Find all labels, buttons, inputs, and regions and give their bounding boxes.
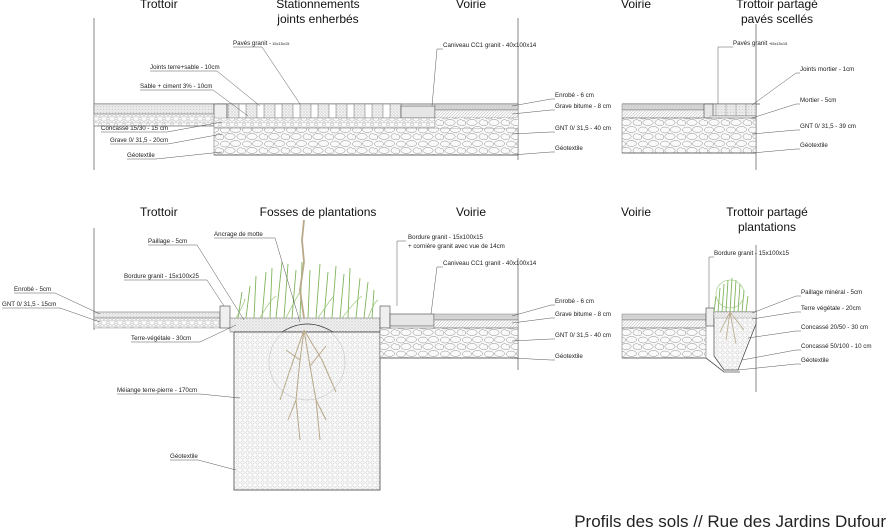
heading-joints-enherbes: joints enherbés xyxy=(276,12,358,26)
label-ancrage: Ancrage de motte xyxy=(214,231,263,238)
shrub-vegetation xyxy=(713,277,749,345)
label-bordure-15-line1: Bordure granit - 15x100x15 xyxy=(408,234,484,241)
label-caniveau-1: Caniveau CC1 granit - 40x100x14 xyxy=(443,42,537,49)
label-bordure-25: Bordure granit - 15x100x25 xyxy=(124,273,200,280)
label-bordure-r: Bordure granit - 15x100x15 xyxy=(714,250,790,257)
paver-row xyxy=(226,103,402,119)
heading-trottoir-partage-2: Trottoir partagé xyxy=(726,205,808,219)
label-enrobe-5: Enrobé - 5cm xyxy=(14,286,51,293)
label-concasse-2050: Concassé 20/50 - 30 cm xyxy=(801,324,868,331)
label-paillage-mineral: Paillage minéral - 5cm xyxy=(801,289,862,296)
label-enrobe-1: Enrobé - 6 cm xyxy=(555,92,594,99)
label-terre-veg-20: Terre végétale - 20cm xyxy=(801,305,861,312)
label-geotextile-4: Géotextile xyxy=(170,453,198,460)
heading-paves-scelles: pavés scellés xyxy=(741,12,813,26)
label-gnt-40-1: GNT 0/ 31,5 - 40 cm xyxy=(555,125,611,132)
section-top-left xyxy=(93,18,519,170)
label-sable-ciment: Sable + ciment 3% - 10cm xyxy=(140,83,212,90)
label-grave-315: Grave 0/ 31,5 - 20cm xyxy=(110,137,168,144)
label-melange: Méiange terre-pierre - 170cm xyxy=(117,387,197,394)
label-enrobe-2: Enrobé - 6 cm xyxy=(555,298,594,305)
heading-fosses-plantations: Fosses de plantations xyxy=(260,205,377,219)
heading-voirie-2: Voirie xyxy=(456,205,486,219)
label-mortier: Mortier - 5cm xyxy=(800,97,836,104)
heading-stationnements: Stationnements xyxy=(276,0,359,11)
label-joints-mortier: Joints mortier - 1cm xyxy=(800,66,854,73)
plant-pit-vegetation xyxy=(235,219,379,441)
label-caniveau-2: Caniveau CC1 granit - 40x100x14 xyxy=(443,260,537,267)
label-geotextile-1: Géotextile xyxy=(127,152,155,159)
label-paves-granit-r: Pavés granit - xyxy=(733,40,771,47)
heading-voirie-r1: Voirie xyxy=(621,0,651,11)
label-geotextile-3: Géotextile xyxy=(800,142,828,149)
labels-bottom-right: Bordure granit - 15x100x15 Paillage miné… xyxy=(708,250,872,371)
section-bottom-left xyxy=(93,228,519,491)
label-bordure-15-line2: + cornière granit avec vue de 14cm xyxy=(408,243,505,250)
label-paves-granit-r-size: 15x15x15 xyxy=(770,41,788,46)
labels-top-left: Pavés granit - 15x15x15 Joints terre+sab… xyxy=(101,40,611,160)
label-paves-granit-size: 15x15x15 xyxy=(272,41,290,46)
label-geotextile-2: Géotextile xyxy=(555,145,583,152)
heading-trottoir-2: Trottoir xyxy=(140,205,178,219)
label-geotextile-6: Géotextile xyxy=(801,357,829,364)
heading-voirie-r2: Voirie xyxy=(621,205,651,219)
label-grave-bitume-1: Grave bitume - 8 cm xyxy=(555,103,611,110)
label-grave-bitume-2: Grave bitume - 8 cm xyxy=(555,311,611,318)
label-concasse-1530: Concassé 15/30 - 15 cm xyxy=(101,125,168,132)
section-top-right xyxy=(621,24,760,170)
section-bottom-right xyxy=(621,245,757,392)
label-joints-terre: Joints terre+sable - 10cm xyxy=(150,64,220,71)
label-concasse-50100: Concassé 50/100 - 10 cm xyxy=(801,343,872,350)
drawing-title: Profils des sols // Rue des Jardins Dufo… xyxy=(574,512,886,531)
label-terre-veg-30: Terre-végétale - 30cm xyxy=(131,335,191,342)
label-gnt-39: GNT 0/ 31,5 - 39 cm xyxy=(800,123,856,130)
labels-bottom-left: Paillage - 5cm Ancrage de motte Bordure … xyxy=(2,231,611,471)
heading-trottoir-partage-1: Trottoir partagé xyxy=(736,0,818,11)
heading-voirie-1: Voirie xyxy=(456,0,486,11)
label-geotextile-5: Géotextile xyxy=(555,353,583,360)
label-paves-granit: Pavés granit - xyxy=(233,40,271,47)
label-gnt-15: GNT 0/ 31,5 - 15cm xyxy=(2,301,56,308)
heading-trottoir-1: Trottoir xyxy=(140,0,178,11)
heading-plantations: plantations xyxy=(738,220,796,234)
labels-top-right: Pavés granit - 15x15x15 Joints mortier -… xyxy=(717,40,856,154)
label-gnt-40-2: GNT 0/ 31,5 - 40 cm xyxy=(555,332,611,339)
label-paillage: Paillage - 5cm xyxy=(148,238,187,245)
